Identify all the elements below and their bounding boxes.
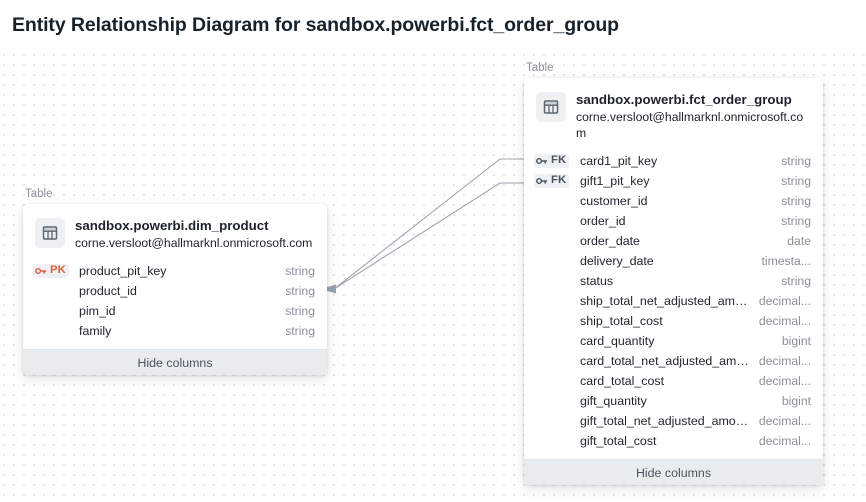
column-type: decimal... (758, 354, 811, 368)
edge-gift1-pit-key (333, 182, 524, 290)
table-card[interactable]: sandbox.powerbi.dim_product corne.verslo… (23, 204, 327, 375)
column-type: string (285, 284, 315, 298)
hide-columns-button[interactable]: Hide columns (524, 459, 823, 485)
table-icon (35, 218, 65, 248)
column-name: card_total_net_adjusted_amount (580, 354, 751, 368)
column-type: date (787, 234, 811, 248)
column-name: card_total_cost (580, 374, 665, 388)
column-type: bigint (781, 394, 811, 408)
card-header: sandbox.powerbi.dim_product corne.verslo… (23, 204, 327, 259)
column-type: string (285, 304, 315, 318)
badge-text: FK (551, 154, 567, 167)
column-type: timesta... (761, 254, 811, 268)
badge-slot: PK (33, 264, 79, 278)
node-fct-order-group[interactable]: Table sandbox.powerbi.fct_order_group co… (524, 61, 823, 485)
column-row[interactable]: gift_total_cost decimal... (524, 431, 823, 451)
column-name: card_quantity (580, 334, 655, 348)
hide-columns-button[interactable]: Hide columns (23, 349, 327, 375)
column-row[interactable]: card_total_net_adjusted_amount decimal..… (524, 351, 823, 371)
column-type: decimal... (758, 374, 811, 388)
table-title: sandbox.powerbi.dim_product (75, 218, 269, 233)
card-header: sandbox.powerbi.fct_order_group corne.ve… (524, 78, 823, 149)
column-row[interactable]: ship_total_cost decimal... (524, 311, 823, 331)
key-icon (536, 157, 548, 165)
column-name: gift_total_cost (580, 434, 657, 448)
column-list: PK product_pit_key string product_id str… (23, 259, 327, 349)
column-type: string (781, 274, 811, 288)
column-type: string (285, 324, 315, 338)
table-title: sandbox.powerbi.fct_order_group (576, 92, 792, 107)
column-row[interactable]: pim_id string (23, 301, 327, 321)
column-name: order_date (580, 234, 640, 248)
column-type: decimal... (758, 414, 811, 428)
column-type: decimal... (758, 294, 811, 308)
column-row[interactable]: product_id string (23, 281, 327, 301)
primary-key-badge: PK (33, 264, 69, 278)
column-name: delivery_date (580, 254, 654, 268)
column-name: customer_id (580, 194, 648, 208)
column-name: gift1_pit_key (580, 174, 650, 188)
column-name: gift_total_net_adjusted_amount (580, 414, 751, 428)
edge-card1-pit-key (333, 158, 524, 290)
table-card[interactable]: sandbox.powerbi.fct_order_group corne.ve… (524, 78, 823, 485)
column-type: string (781, 154, 811, 168)
key-icon (536, 177, 548, 185)
diagram-canvas[interactable]: Table sandbox.powerbi.dim_product corne.… (0, 52, 866, 502)
page-title: Entity Relationship Diagram for sandbox.… (12, 14, 619, 36)
column-row[interactable]: customer_id string (524, 191, 823, 211)
column-type: decimal... (758, 314, 811, 328)
badge-text: PK (50, 264, 66, 277)
column-row[interactable]: gift_total_net_adjusted_amount decimal..… (524, 411, 823, 431)
column-name: pim_id (79, 304, 116, 318)
badge-text: FK (551, 174, 567, 187)
column-type: string (781, 194, 811, 208)
node-dim-product[interactable]: Table sandbox.powerbi.dim_product corne.… (23, 187, 327, 375)
badge-slot: FK (534, 174, 580, 188)
column-type: string (285, 264, 315, 278)
foreign-key-badge: FK (534, 154, 570, 168)
column-name: product_pit_key (79, 264, 167, 278)
node-label: Table (25, 188, 53, 200)
column-row[interactable]: gift_quantity bigint (524, 391, 823, 411)
key-icon (35, 267, 47, 275)
column-name: ship_total_cost (580, 314, 663, 328)
column-type: decimal... (758, 434, 811, 448)
table-owner: corne.versloot@hallmarknl.onmicrosoft.co… (576, 110, 804, 140)
column-name: gift_quantity (580, 394, 647, 408)
column-row[interactable]: card_quantity bigint (524, 331, 823, 351)
column-type: bigint (781, 334, 811, 348)
column-name: product_id (79, 284, 137, 298)
badge-slot: FK (534, 154, 580, 168)
column-name: ship_total_net_adjusted_amount (580, 294, 751, 308)
foreign-key-badge: FK (534, 174, 570, 188)
column-list: FK card1_pit_key string (524, 149, 823, 459)
column-row[interactable]: ship_total_net_adjusted_amount decimal..… (524, 291, 823, 311)
column-row[interactable]: family string (23, 321, 327, 341)
table-icon (536, 92, 566, 122)
column-row[interactable]: status string (524, 271, 823, 291)
column-row[interactable]: FK gift1_pit_key string (524, 171, 823, 191)
column-row[interactable]: card_total_cost decimal... (524, 371, 823, 391)
column-type: string (781, 174, 811, 188)
node-label: Table (526, 62, 554, 74)
column-name: order_id (580, 214, 626, 228)
column-name: family (79, 324, 112, 338)
column-row[interactable]: order_date date (524, 231, 823, 251)
column-name: status (580, 274, 614, 288)
column-type: string (781, 214, 811, 228)
column-row[interactable]: FK card1_pit_key string (524, 151, 823, 171)
table-owner: corne.versloot@hallmarknl.onmicrosoft.co… (75, 236, 313, 250)
column-row[interactable]: delivery_date timesta... (524, 251, 823, 271)
column-row[interactable]: order_id string (524, 211, 823, 231)
column-name: card1_pit_key (580, 154, 658, 168)
column-row[interactable]: PK product_pit_key string (23, 261, 327, 281)
